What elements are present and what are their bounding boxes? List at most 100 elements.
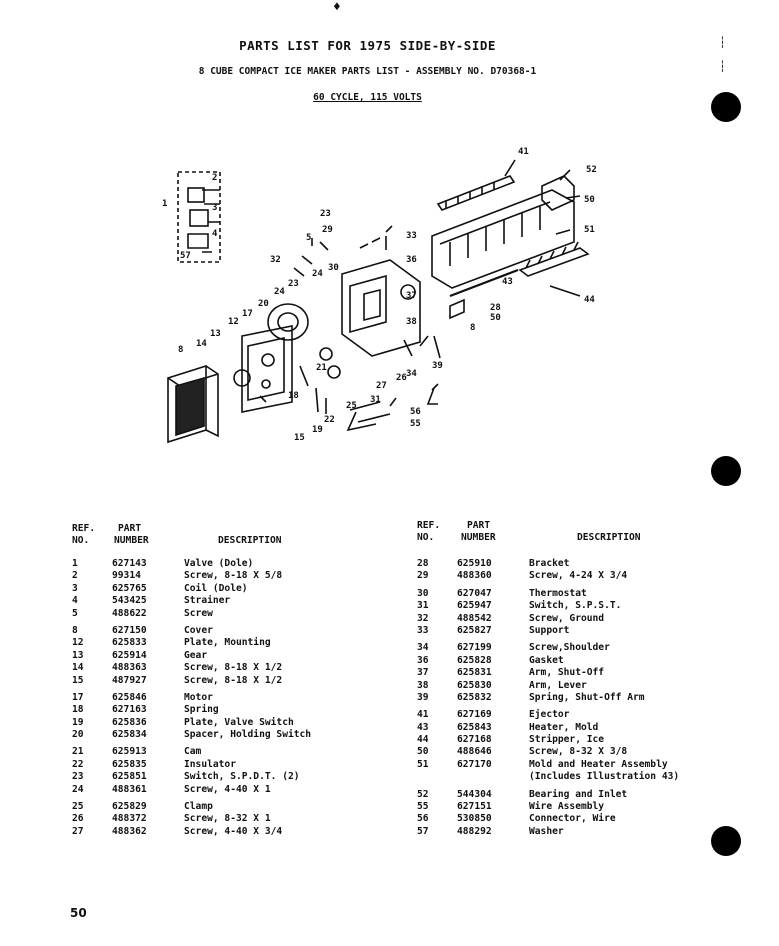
svg-text:13: 13	[210, 329, 221, 339]
part-description: Ejector	[529, 709, 570, 721]
part-number: 625914	[112, 649, 147, 661]
part-description: Heater, Mold	[529, 721, 599, 733]
svg-text:17: 17	[242, 309, 253, 319]
ref-no: 25	[72, 801, 84, 813]
ref-no: 56	[417, 813, 429, 825]
svg-text:14: 14	[196, 339, 207, 349]
part-description: Arm, Lever	[529, 679, 587, 691]
svg-text:36: 36	[406, 255, 417, 265]
svg-text:28: 28	[490, 303, 501, 313]
part-description: Support	[529, 624, 570, 636]
ref-no: 20	[72, 729, 84, 741]
svg-text:24: 24	[312, 269, 323, 279]
ref-no: 5	[72, 607, 78, 619]
svg-text:26: 26	[396, 373, 407, 383]
part-description: Washer	[529, 825, 564, 837]
part-number: 488542	[457, 612, 492, 624]
ref-no: 37	[417, 667, 429, 679]
svg-text:38: 38	[406, 317, 417, 327]
ref-no: 27	[72, 825, 84, 837]
part-number: 99314	[112, 570, 141, 582]
svg-text:41: 41	[518, 147, 529, 157]
part-number: 627150	[112, 624, 147, 636]
part-number: 488292	[457, 825, 492, 837]
ref-no: 17	[72, 691, 84, 703]
right-table-header: REF. NO. PART NUMBER DESCRIPTION	[417, 520, 677, 546]
part-description: Switch, S.P.D.T. (2)	[184, 771, 300, 783]
ref-no: 29	[417, 570, 429, 582]
part-number: 625846	[112, 691, 147, 703]
part-description: Connector, Wire	[529, 813, 616, 825]
part-description: Gear	[184, 649, 208, 661]
part-number: 627199	[457, 642, 492, 654]
part-description: Switch, S.P.S.T.	[529, 600, 622, 612]
svg-text:19: 19	[312, 425, 323, 435]
part-description: Screw	[184, 607, 213, 619]
part-number: 627143	[112, 558, 147, 569]
part-number: 488360	[457, 570, 492, 582]
part-number: 625910	[457, 558, 492, 569]
part-number: 625835	[112, 758, 147, 770]
part-description: Spring	[184, 704, 219, 716]
svg-text:31: 31	[370, 395, 381, 405]
ref-no: 33	[417, 624, 429, 636]
part-header-line1: PART	[467, 520, 491, 531]
svg-text:24: 24	[274, 287, 285, 297]
part-number: 544304	[457, 788, 492, 800]
ref-no: 2	[72, 570, 78, 582]
svg-text:52: 52	[586, 165, 597, 175]
part-number: 625834	[112, 729, 147, 741]
part-description: Spacer, Holding Switch	[184, 729, 312, 741]
svg-text:33: 33	[406, 231, 417, 241]
svg-text:8: 8	[470, 323, 475, 333]
svg-text:32: 32	[270, 255, 281, 265]
part-number: 625827	[457, 624, 492, 636]
part-number: 627047	[457, 587, 492, 599]
part-description: Screw, 8-18 X 1/2	[184, 662, 283, 674]
ref-no: 24	[72, 783, 84, 795]
svg-text:12: 12	[228, 317, 239, 327]
ref-no: 39	[417, 691, 429, 703]
ref-header-line2: NO.	[417, 532, 435, 543]
part-description: Screw, 8-18 X 1/2	[184, 674, 283, 686]
svg-text:27: 27	[376, 381, 387, 391]
desc-header: DESCRIPTION	[577, 532, 641, 543]
svg-text:22: 22	[324, 415, 335, 425]
part-header-line1: PART	[118, 523, 142, 534]
ref-no: 38	[417, 679, 429, 691]
part-number: 530850	[457, 813, 492, 825]
svg-text:50: 50	[584, 195, 595, 205]
svg-text:29: 29	[322, 225, 333, 235]
electrical-spec: 60 CYCLE, 115 VOLTS	[313, 92, 422, 103]
part-number: 625947	[457, 600, 492, 612]
part-number: 625828	[457, 654, 492, 666]
part-number: 627169	[457, 709, 492, 721]
part-description: Screw, 4-40 X 3/4	[184, 825, 283, 837]
part-number: 627170	[457, 758, 492, 770]
part-description: Stripper, Ice	[529, 734, 605, 746]
part-description-note: (Includes Illustration 43)	[529, 771, 680, 783]
part-number: 488646	[457, 746, 492, 758]
ref-no: 44	[417, 734, 429, 746]
part-number: 488622	[112, 607, 147, 619]
part-description: Valve (Dole)	[184, 558, 254, 569]
svg-text:1: 1	[162, 199, 167, 209]
svg-text:51: 51	[584, 225, 595, 235]
svg-text:30: 30	[328, 263, 339, 273]
ref-no: 19	[72, 716, 84, 728]
desc-header: DESCRIPTION	[218, 535, 282, 546]
part-description: Screw, 4-40 X 1	[184, 783, 271, 795]
svg-text:44: 44	[584, 295, 595, 305]
ref-no: 23	[72, 771, 84, 783]
part-description: Bracket	[529, 558, 570, 569]
svg-text:39: 39	[432, 361, 443, 371]
part-description: Screw, 4-24 X 3/4	[529, 570, 628, 582]
svg-text:57: 57	[180, 251, 191, 261]
ref-no: 50	[417, 746, 429, 758]
part-number: 625832	[457, 691, 492, 703]
ref-no: 52	[417, 788, 429, 800]
svg-text:34: 34	[406, 369, 417, 379]
ref-header-line1: REF.	[72, 523, 96, 534]
